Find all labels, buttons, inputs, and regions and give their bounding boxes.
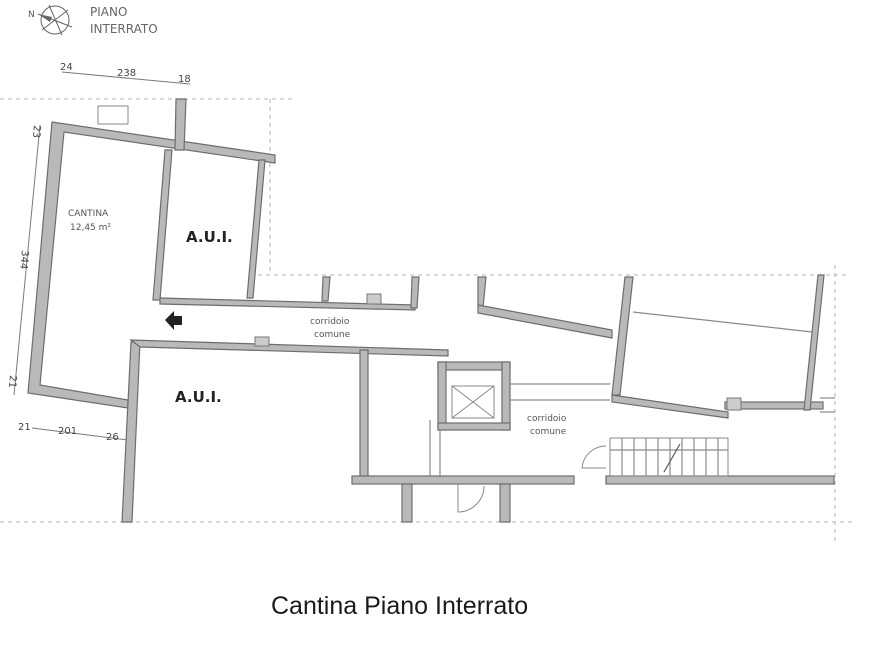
room-cantina-name: CANTINA xyxy=(68,209,109,219)
corridor-1-line2: comune xyxy=(314,330,351,340)
compass-icon: N xyxy=(28,4,73,36)
boundary-lines xyxy=(0,98,855,545)
floor-label-line1: PIANO xyxy=(90,5,127,19)
svg-text:23: 23 xyxy=(30,125,42,139)
corridor-2-line1: corridoio xyxy=(527,414,567,424)
caption: Cantina Piano Interrato xyxy=(271,592,528,620)
svg-text:201: 201 xyxy=(58,426,77,437)
thin-lines xyxy=(429,311,835,476)
walls xyxy=(27,98,835,523)
entry-arrow-icon xyxy=(165,311,182,330)
corridor-2-line2: comune xyxy=(530,427,567,437)
compass-north-label: N xyxy=(28,10,35,20)
svg-text:18: 18 xyxy=(178,74,191,85)
dimension-left: 23 344 21 xyxy=(6,125,42,396)
room-cantina-area: 12,45 m² xyxy=(70,223,111,233)
dimension-top: 24 238 18 xyxy=(60,62,191,85)
dimension-bottom: 21 201 26 xyxy=(18,422,129,443)
room-aui-lower: A.U.I. xyxy=(175,388,222,406)
stairs xyxy=(609,437,729,477)
room-aui-upper: A.U.I. xyxy=(186,228,233,246)
elevator-icon xyxy=(451,385,495,419)
floor-label-line2: INTERRATO xyxy=(90,22,158,36)
svg-text:21: 21 xyxy=(18,422,31,433)
doors xyxy=(457,445,607,513)
fixtures xyxy=(97,105,742,411)
corridor-1-line1: corridoio xyxy=(310,317,350,327)
svg-text:238: 238 xyxy=(117,68,136,79)
svg-text:26: 26 xyxy=(106,432,119,443)
svg-text:24: 24 xyxy=(60,62,73,73)
svg-text:21: 21 xyxy=(6,375,18,389)
svg-text:344: 344 xyxy=(17,250,30,270)
